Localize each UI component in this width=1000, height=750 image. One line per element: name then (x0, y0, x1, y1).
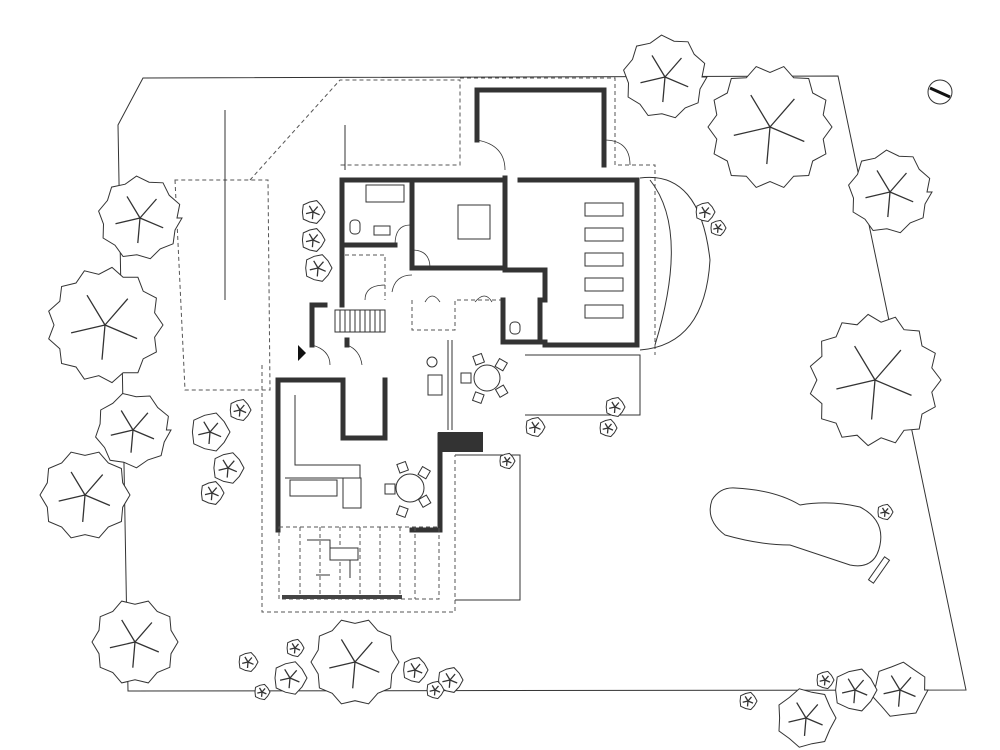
shrub-icon (499, 452, 516, 470)
trees (39, 34, 942, 748)
front-door (311, 344, 363, 366)
shrub-icon (213, 452, 245, 484)
glass-partition (447, 340, 453, 430)
shrub-icon (710, 219, 727, 237)
garage-forecourt (460, 77, 656, 355)
annex-door (476, 139, 631, 171)
shrub-icon (254, 683, 271, 701)
garage-annex-walls (474, 87, 607, 168)
tree-icon (98, 175, 183, 260)
entry-walls (309, 327, 350, 348)
garden-bench (867, 556, 891, 584)
shrub-icon (191, 412, 231, 452)
swimming-pool (709, 487, 882, 567)
bed (457, 204, 491, 240)
shrub-icon (695, 201, 716, 223)
shrub-icon (286, 638, 305, 658)
dining-table-terrace (460, 352, 509, 405)
bedroom-door (394, 224, 431, 269)
hallway-doors (364, 274, 493, 303)
shrub-icon (238, 651, 259, 673)
shrub-icon (305, 254, 333, 282)
shrub-icon (229, 398, 252, 422)
staircase (309, 302, 386, 333)
lower-terrace-dashed (261, 365, 456, 613)
site-boundary (117, 75, 967, 692)
shrub-icon (200, 481, 225, 505)
wc-walls (500, 297, 548, 345)
tree-icon (707, 66, 833, 188)
tree-icon (48, 266, 164, 384)
shrub-icon (438, 667, 464, 693)
lamp (426, 356, 438, 368)
tree-icon (623, 34, 708, 119)
conservatory (278, 526, 440, 600)
garage-curved-driveway (639, 176, 711, 351)
shrub-icon (426, 680, 445, 700)
garage-parking-bays (584, 202, 624, 319)
living-wing-walls (275, 377, 443, 533)
shrub-icon (877, 503, 894, 521)
shrub-icon (274, 661, 308, 695)
garage-walls (502, 175, 640, 348)
tree-icon (95, 392, 172, 469)
shrub-icon (403, 657, 429, 683)
shrub-icon (301, 200, 326, 224)
south-terrace-outline (455, 454, 521, 601)
shrub-icon (525, 416, 546, 438)
tree-icon (872, 661, 929, 717)
shrub-icon (599, 418, 618, 438)
north-arrow-icon (927, 79, 953, 105)
stove (342, 477, 362, 509)
entrance-marker (298, 345, 306, 361)
east-terrace-outline (525, 354, 641, 416)
shrub-icon (739, 691, 758, 711)
fireplace (438, 432, 483, 452)
shrub-icon (301, 228, 326, 252)
sofa (427, 374, 443, 396)
bedroom-wing-walls (339, 177, 508, 308)
kitchen-counter (285, 395, 361, 479)
tree-icon (39, 451, 131, 539)
west-terrace-outline (174, 179, 271, 391)
tree-icon (835, 668, 878, 712)
tree-icon (91, 600, 179, 684)
tree-icon (778, 688, 837, 748)
shrub-icon (816, 670, 835, 690)
bathtub (365, 184, 405, 203)
wc-toilet (509, 321, 521, 335)
shrub-icon (605, 396, 626, 418)
tree-icon (310, 619, 400, 705)
tree-icon (848, 149, 933, 234)
garden-wall-line (224, 110, 346, 300)
toilet (349, 219, 361, 235)
kitchen-island (289, 479, 338, 497)
sink (373, 225, 391, 236)
tree-icon (809, 313, 942, 447)
dining-table-interior (384, 460, 432, 519)
entry-path-outline (249, 79, 461, 181)
